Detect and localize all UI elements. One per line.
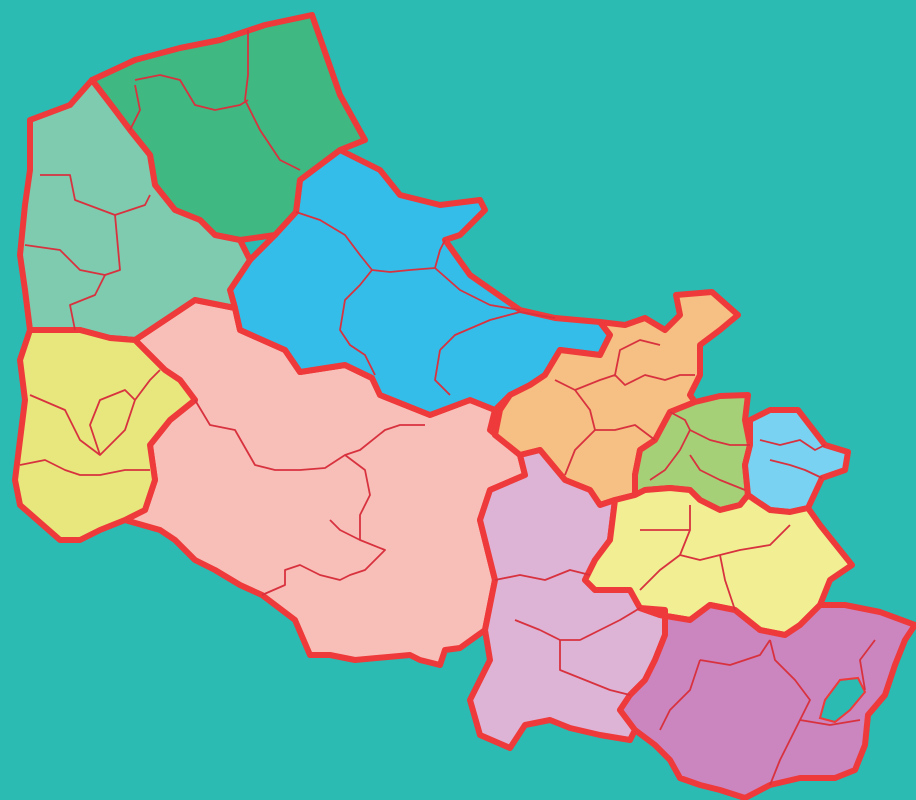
region-west-coast-upper[interactable] — [17, 77, 253, 343]
region-west-coast-lower[interactable] — [12, 327, 198, 543]
lake-hole — [818, 676, 867, 724]
region-south-east-yellow[interactable] — [582, 485, 855, 638]
region-south-east-magenta[interactable] — [617, 602, 916, 800]
inner-borders — [19, 30, 876, 786]
